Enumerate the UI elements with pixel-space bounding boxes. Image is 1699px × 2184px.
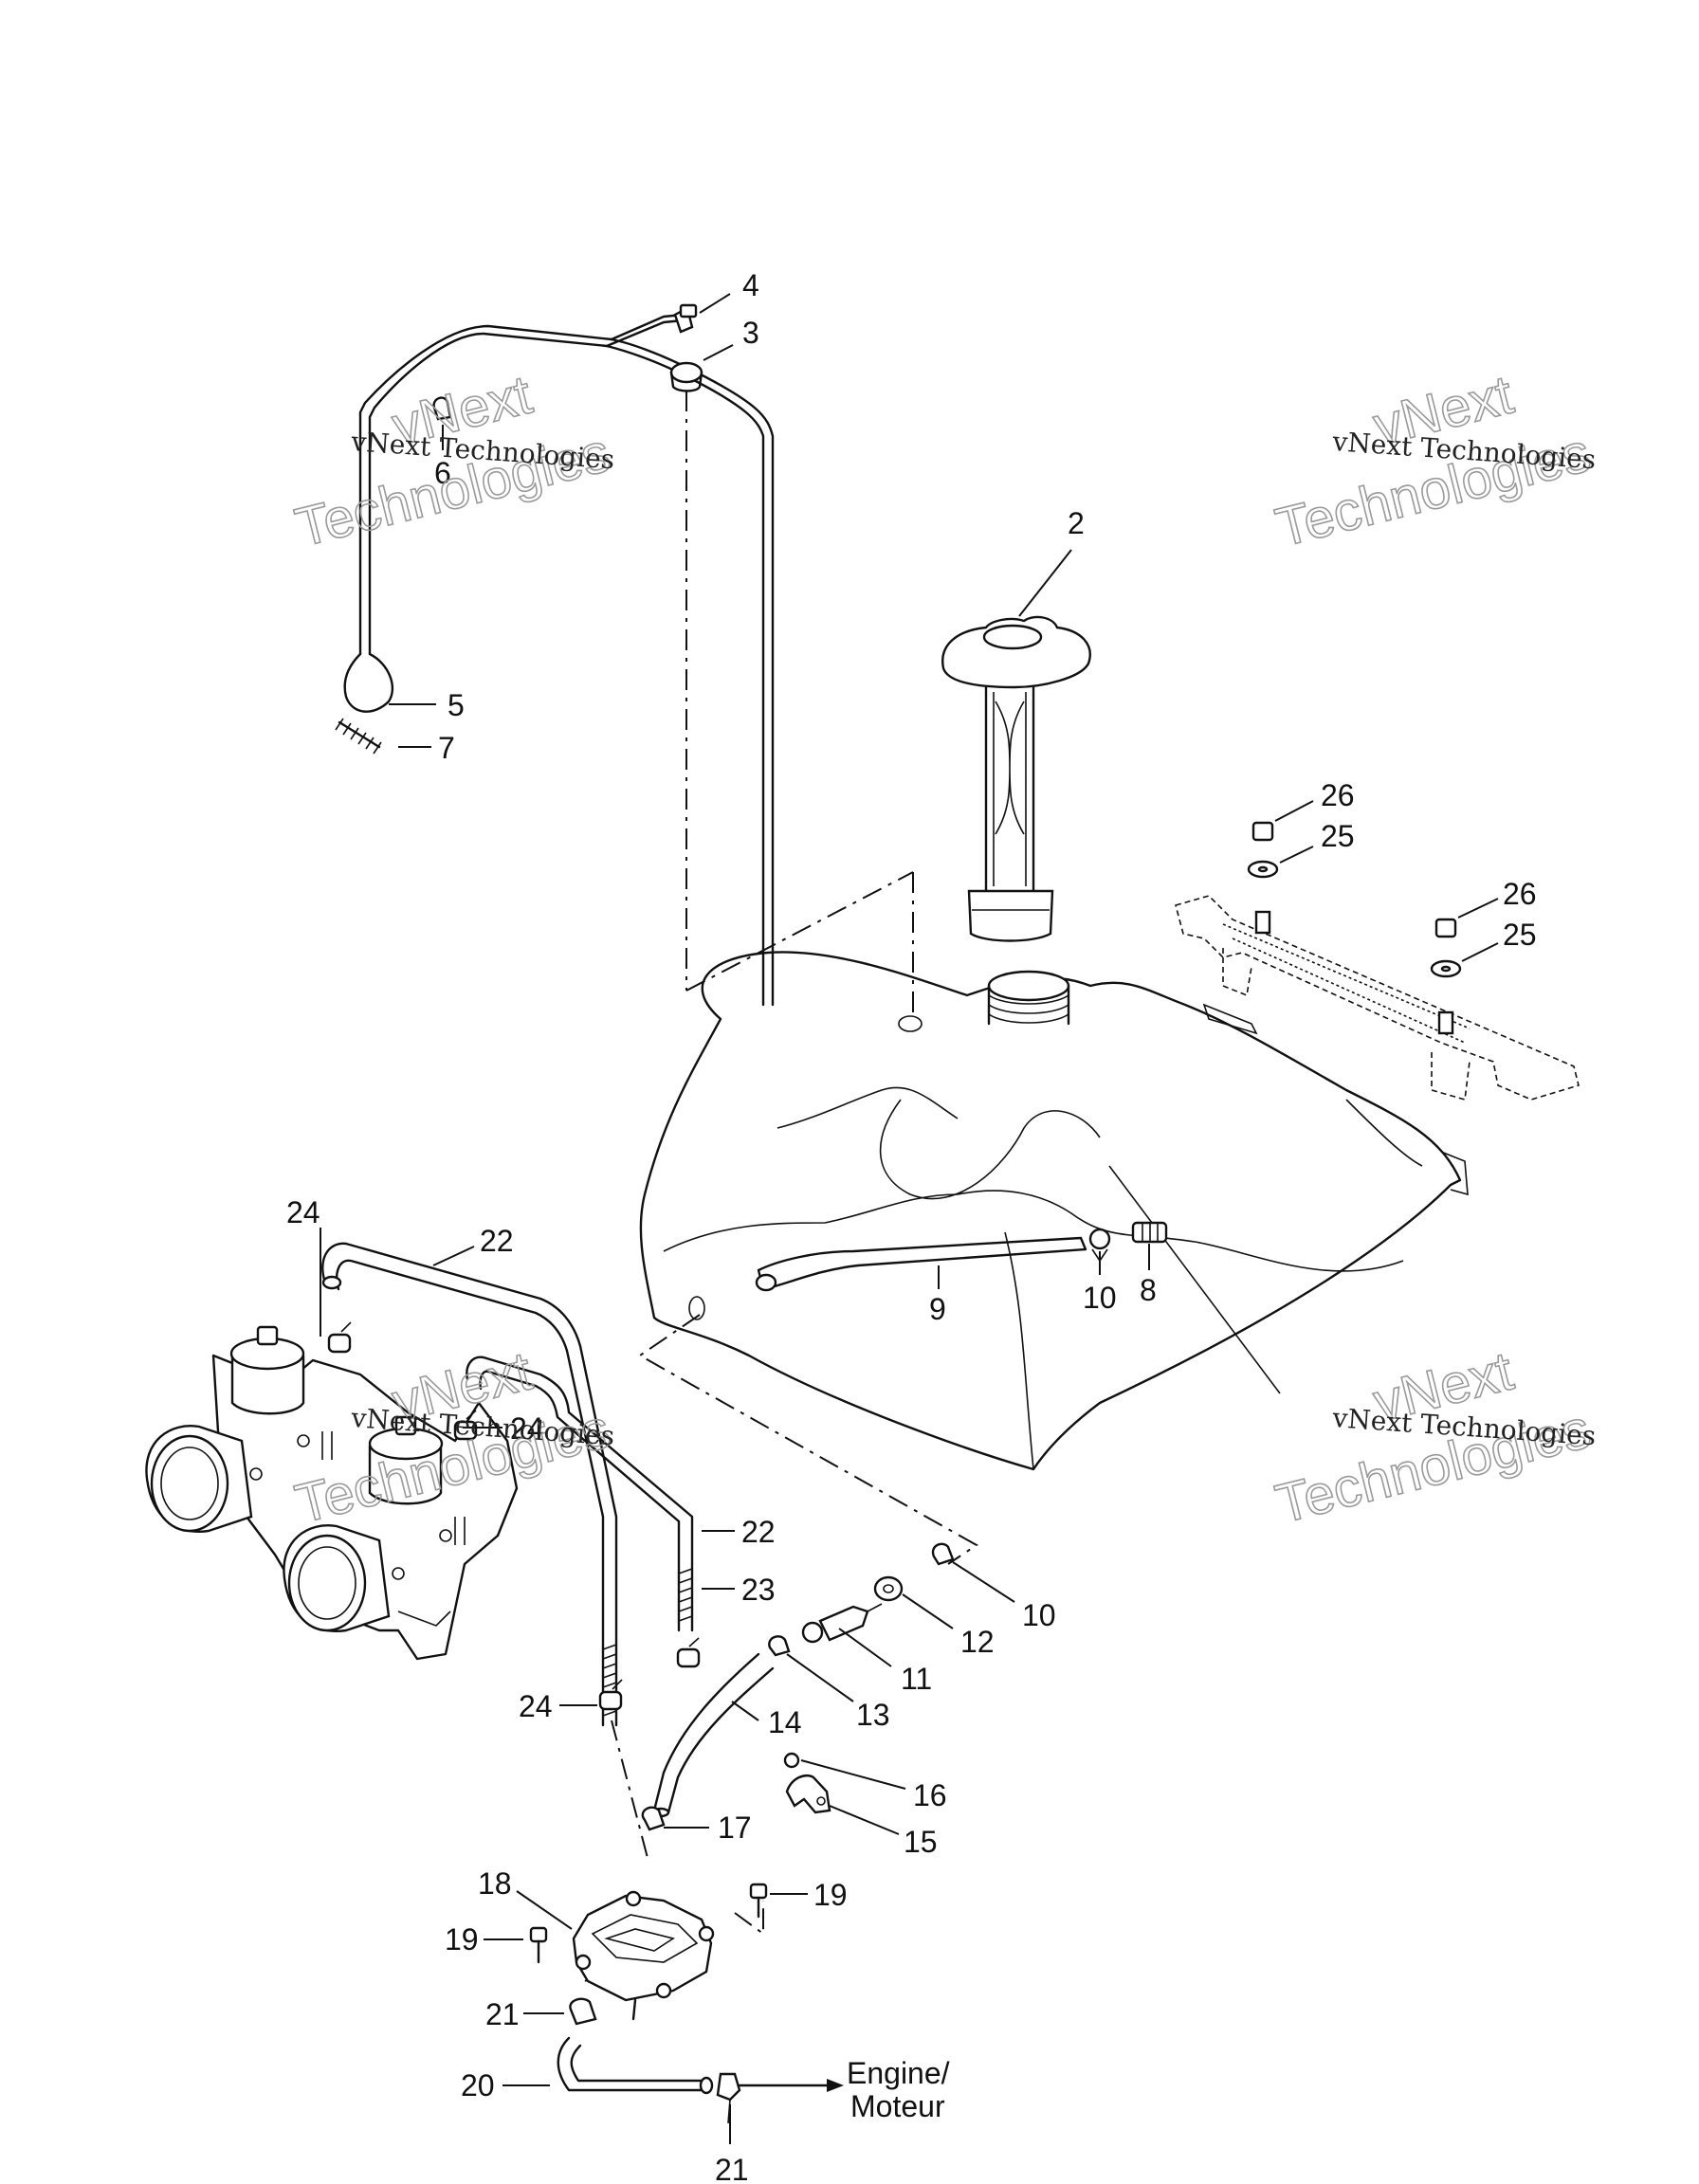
callout-12: 12 (960, 1625, 995, 1659)
callout-8: 8 (1140, 1273, 1157, 1307)
assembly-centerlines (584, 391, 978, 1982)
fuel-tank (639, 951, 1469, 1471)
callout-19-right: 19 (813, 1878, 848, 1912)
callout-26-lower: 26 (1503, 877, 1537, 911)
hose-bracket (783, 1752, 831, 1814)
callout-21-pump: 21 (485, 1997, 520, 2031)
callout-21-outlet: 21 (715, 2153, 749, 2184)
fuel-lines (321, 1242, 701, 1727)
fuel-filter-chain (651, 1542, 955, 1818)
callout-14: 14 (768, 1705, 802, 1739)
callout-3: 3 (742, 316, 759, 350)
callout-10-tank: 10 (1083, 1281, 1117, 1315)
callout-leaders (320, 293, 1499, 2144)
callout-26-upper: 26 (1321, 778, 1355, 812)
fuel-pump (529, 1883, 768, 2021)
callout-10-filter: 10 (1022, 1598, 1056, 1632)
callout-20: 20 (461, 2068, 495, 2102)
callout-11: 11 (901, 1662, 932, 1696)
carburetor-assembly (145, 1325, 519, 1661)
callout-22-lower: 22 (741, 1515, 776, 1549)
callout-22-top: 22 (480, 1224, 514, 1258)
callout-2: 2 (1068, 506, 1085, 540)
callout-18: 18 (478, 1866, 512, 1901)
callout-25-upper: 25 (1321, 819, 1355, 853)
watermark-top-left: vNext Technologies vNext Technologies (289, 363, 617, 560)
engine-destination-label: Engine/ Moteur (847, 2056, 950, 2123)
engine-label-line1: Engine/ (847, 2056, 950, 2090)
clamp-17 (641, 1806, 666, 1831)
callout-15: 15 (904, 1825, 938, 1859)
callout-24-middle: 24 (510, 1411, 544, 1446)
watermark-top-right: vNext Technologies vNext Technologies (1270, 363, 1598, 560)
callout-17: 17 (718, 1811, 752, 1845)
pump-outlet-hose (557, 1997, 844, 2124)
watermark-middle-right: vNext Technologies vNext Technologies (1270, 1339, 1598, 1537)
engine-label-line2: Moteur (850, 2089, 945, 2123)
callout-4: 4 (742, 268, 759, 302)
callout-6: 6 (434, 456, 451, 490)
callout-23: 23 (741, 1573, 776, 1607)
callout-24-bottom: 24 (519, 1689, 553, 1723)
callout-24-top: 24 (286, 1195, 320, 1229)
watermark-middle-left: vNext Technologies vNext Technologies (289, 1339, 617, 1537)
callout-19-left: 19 (445, 1922, 479, 1956)
vent-line (335, 303, 775, 1007)
callout-25-lower: 25 (1503, 918, 1537, 952)
fuel-cap-gauge (941, 615, 1091, 942)
callout-9: 9 (929, 1292, 946, 1326)
callout-16: 16 (913, 1778, 947, 1812)
callout-13: 13 (856, 1698, 890, 1732)
callout-labels: 4 3 6 2 5 7 26 25 26 25 24 22 9 10 8 24 … (286, 268, 1537, 2184)
callout-5: 5 (448, 688, 465, 722)
mounting-bracket (1175, 821, 1580, 1101)
callout-7: 7 (438, 731, 455, 765)
